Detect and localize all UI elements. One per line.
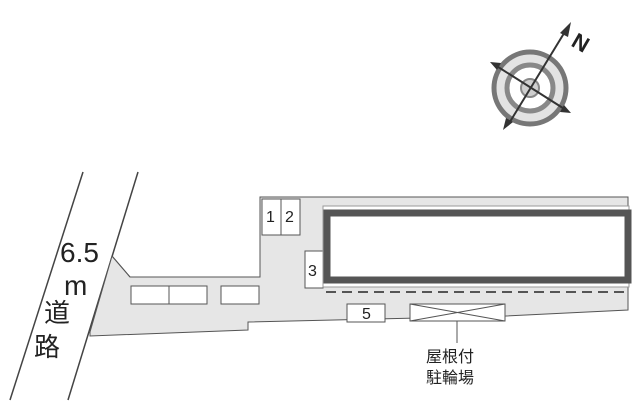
parking-space-3-label: 3 bbox=[308, 263, 317, 280]
road-name-char-1: 道 bbox=[44, 298, 70, 328]
road-unit-label: m bbox=[64, 270, 87, 301]
parking-space-5-box bbox=[346, 303, 386, 323]
parking-space-2-box bbox=[280, 198, 301, 236]
parking-space-3: 3 bbox=[304, 250, 324, 289]
parking-space-5-label: 5 bbox=[362, 306, 371, 323]
road-edge-left bbox=[9, 171, 84, 401]
bike-parking-label-line1: 屋根付 bbox=[426, 348, 474, 366]
parking-space-1: 1 bbox=[261, 198, 282, 236]
compass-east-arrowhead bbox=[560, 105, 571, 113]
road-name-char-2: 路 bbox=[34, 332, 60, 362]
compass-east-west-line bbox=[494, 64, 567, 111]
compass-north-arrowhead bbox=[560, 22, 571, 37]
parking-row-left bbox=[130, 285, 260, 305]
bike-parking: 屋根付 駐輪場 bbox=[409, 303, 506, 387]
parking-space-unlabeled bbox=[220, 285, 260, 305]
bike-parking-cross-b bbox=[409, 303, 506, 322]
road-width-label: 6.5 bbox=[60, 237, 99, 268]
compass-south-arrowhead bbox=[503, 118, 513, 130]
parking-space-2: 2 bbox=[280, 198, 301, 236]
lot-entry-edge bbox=[111, 255, 131, 278]
building bbox=[322, 205, 632, 293]
road: 6.5 m 道 路 bbox=[9, 171, 139, 401]
building-walls bbox=[323, 209, 632, 284]
compass-west-arrowhead bbox=[490, 62, 501, 70]
parking-space-unlabeled bbox=[168, 285, 208, 305]
compass: N bbox=[490, 22, 594, 130]
compass-north-arrow-line bbox=[507, 29, 567, 126]
parking-space-2-label: 2 bbox=[285, 209, 294, 226]
compass-north-label: N bbox=[568, 28, 594, 58]
bike-parking-label-line2: 駐輪場 bbox=[426, 369, 474, 387]
parking-space-unlabeled bbox=[130, 285, 170, 305]
parking-space-1-label: 1 bbox=[266, 209, 275, 226]
parking-space-5: 5 bbox=[346, 303, 386, 323]
